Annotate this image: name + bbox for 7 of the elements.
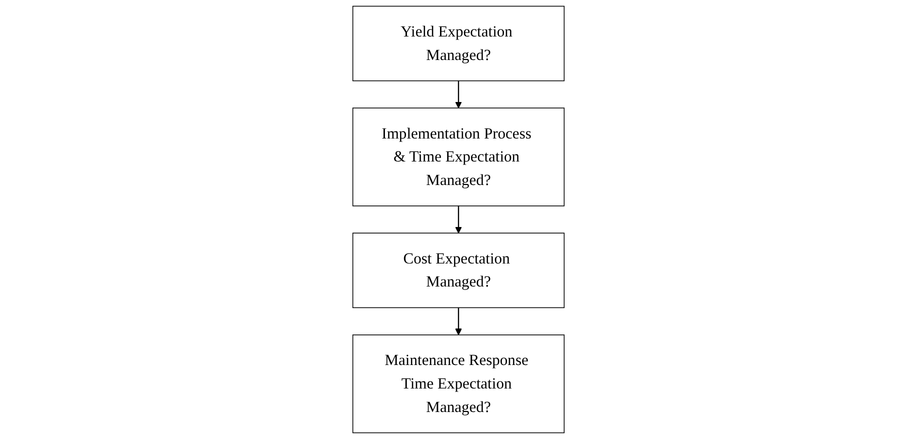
arrow (455, 80, 462, 108)
node-box: Implementation Process & Time Expectation Managed? (352, 108, 565, 206)
arrow (455, 308, 462, 336)
node-box: Yield Expectation Managed? (352, 6, 565, 82)
node-box: Maintenance Response Time Expectation Managed? (352, 334, 565, 434)
node-box: Cost Expectation Managed? (352, 232, 565, 308)
arrow (455, 206, 462, 234)
